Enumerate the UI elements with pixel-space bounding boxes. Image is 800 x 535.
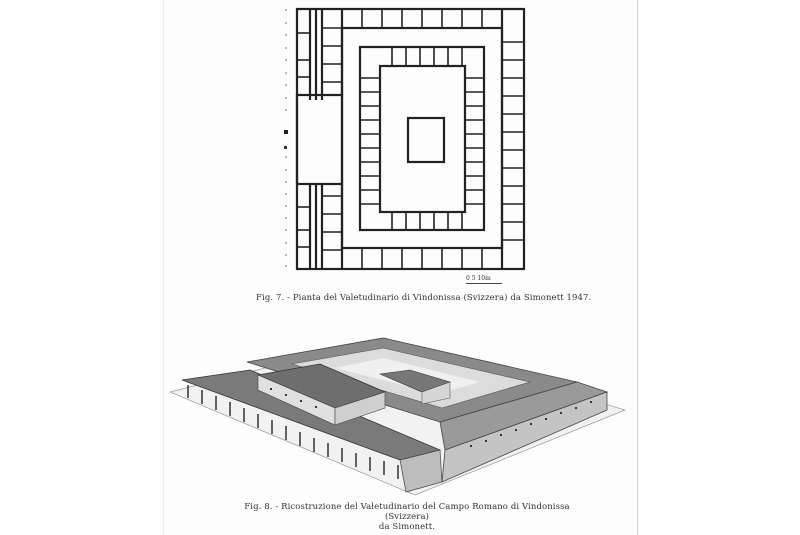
reconstruction-figure	[170, 337, 627, 496]
scale-bar-label: 0 5 10m	[466, 275, 491, 282]
page-binding-line	[637, 0, 638, 535]
floor-plan-figure	[284, 7, 526, 271]
scale-bar	[466, 283, 502, 284]
figure8-caption: Fig. 8. - Ricostruzione del Valetudinari…	[222, 502, 592, 532]
figure8-caption-line1: Fig. 8. - Ricostruzione del Valetudinari…	[244, 502, 570, 522]
page-edge-left	[163, 0, 164, 535]
figure7-caption: Fig. 7. - Pianta del Valetudinario di Vi…	[256, 293, 592, 303]
figure8-caption-line2: da Simonett.	[378, 522, 436, 532]
